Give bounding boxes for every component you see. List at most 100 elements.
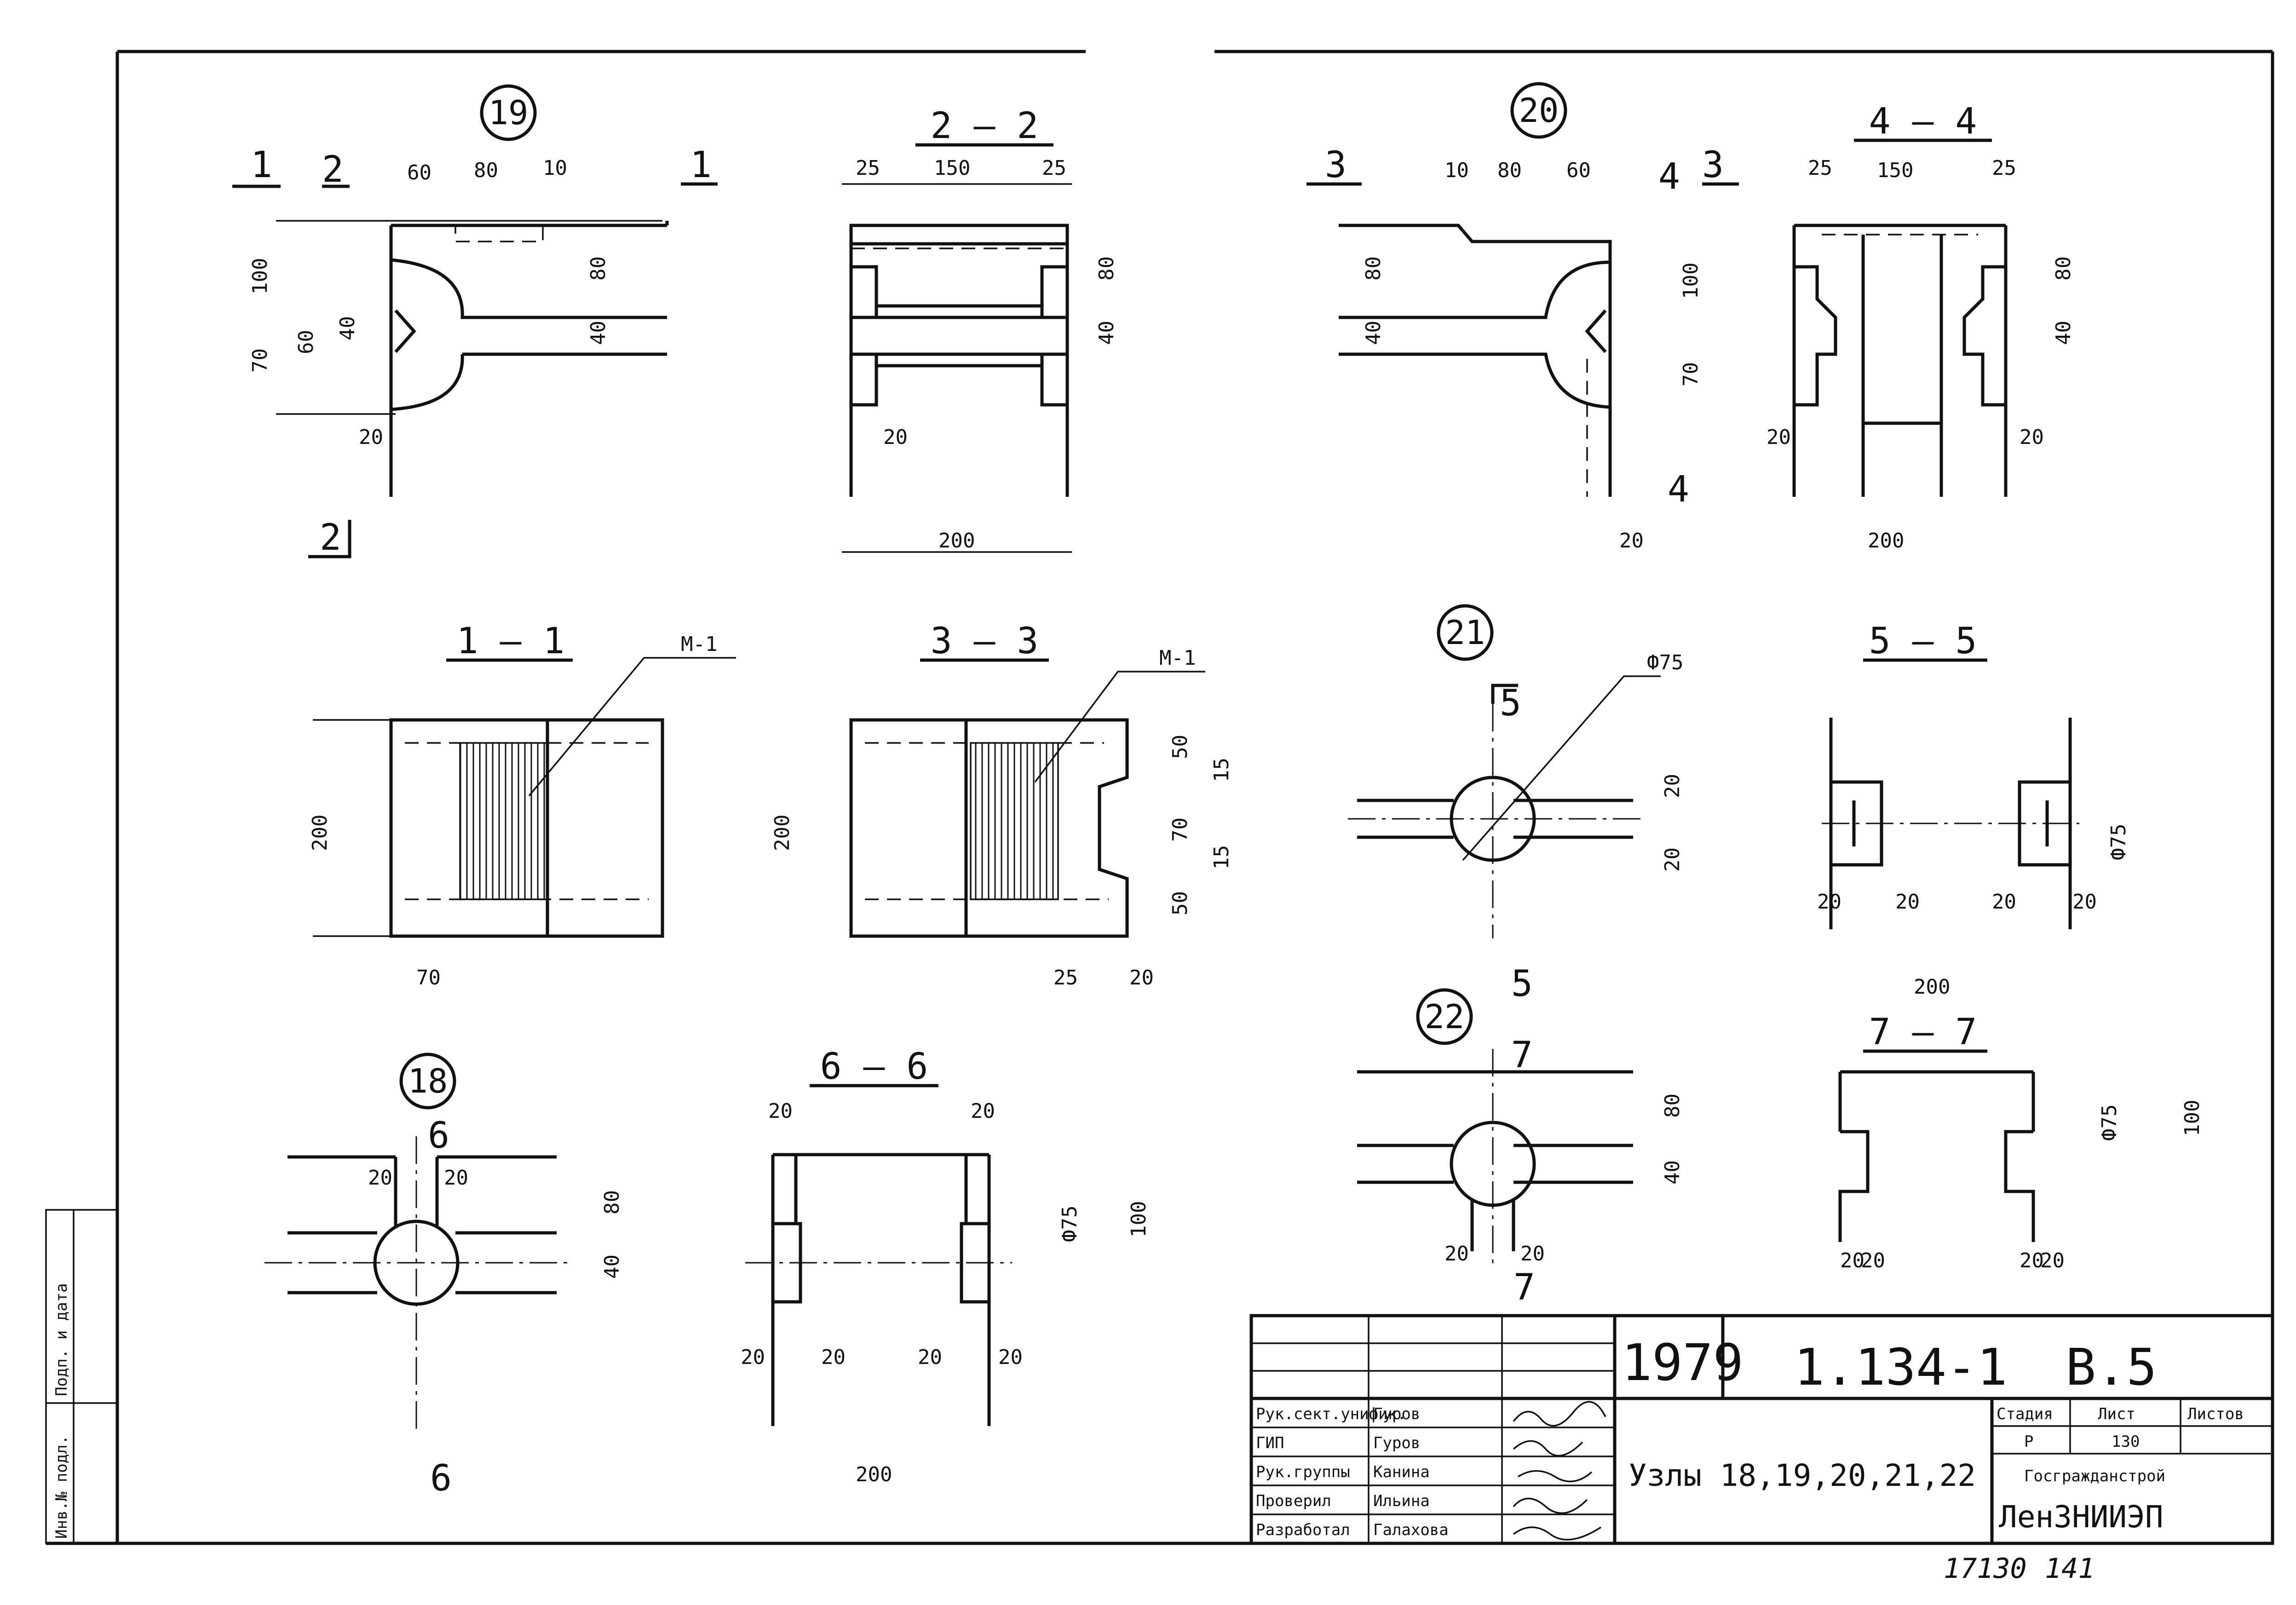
dim-15-3b: 15 (1210, 845, 1233, 869)
dim-20-6d: 20 (821, 1346, 846, 1369)
dim-20-5d: 20 (2072, 890, 2097, 914)
dim-20: 20 (359, 426, 383, 449)
dim-20-7b: 20 (1861, 1249, 1885, 1272)
dim-25-a: 25 (856, 156, 880, 180)
dim-50-3a: 50 (1168, 735, 1192, 759)
dim-20-18b: 20 (444, 1166, 468, 1190)
node-label-22: 22 (1425, 997, 1465, 1036)
title-sheet-title: Узлы 18,19,20,21,22 (1628, 1458, 1976, 1493)
name-3: Канина (1373, 1463, 1430, 1481)
dim-70-1: 70 (416, 966, 441, 989)
dim-20-22b: 20 (1520, 1242, 1545, 1266)
dim-150: 150 (934, 156, 970, 180)
cut-mark-4a: 4 (1658, 156, 1680, 197)
dim-10: 10 (543, 156, 567, 180)
dim-100-v: 100 (248, 258, 272, 294)
node-20-detail: 20 10 80 60 80 40 100 70 20 3 3 4 4 (1306, 82, 1739, 552)
dim-40-18: 40 (600, 1254, 624, 1279)
dim-20-18a: 20 (368, 1166, 392, 1190)
dim-20-5b: 20 (1895, 890, 1920, 914)
title-org2: ЛенЗНИИЭП (1999, 1499, 2164, 1535)
title-sheet-label: Лист (2098, 1405, 2135, 1423)
section-1-1: 1 — 1 М-1 200 70 (308, 621, 736, 989)
dim-70-v: 70 (248, 348, 272, 373)
dim-40-v: 40 (587, 321, 610, 345)
title-stage: Р (2024, 1432, 2033, 1451)
name-4: Ильина (1373, 1492, 1430, 1510)
dim-20-7c: 20 (2020, 1249, 2044, 1272)
dim-80-20: 80 (1497, 159, 1522, 182)
cut-mark-3b: 3 (1702, 144, 1724, 186)
dim-20-4a: 20 (1767, 426, 1791, 449)
dim-20-21a: 20 (1661, 774, 1684, 798)
cut-mark-2a: 2 (322, 149, 344, 190)
cut-mark-5a: 5 (1500, 683, 1521, 724)
dim-80-c: 80 (1095, 256, 1118, 281)
dim-20-5c: 20 (1992, 890, 2016, 914)
dim-25-4a: 25 (1808, 156, 1832, 180)
title-stage-label: Стадия (1997, 1405, 2053, 1423)
dim-70-3: 70 (1168, 817, 1192, 842)
title-year: 1979 (1622, 1333, 1744, 1392)
section-title-3-3: 3 — 3 (931, 621, 1039, 662)
page-number: 141 (2045, 1553, 2095, 1585)
node-21-detail: 21 Ф75 5 20 20 (1348, 604, 1684, 938)
dim-200: 200 (938, 529, 975, 552)
dim-200-3: 200 (771, 815, 794, 851)
side-stamp-inv: Инв.№ подл. (52, 1435, 71, 1539)
role-2: ГИП (1256, 1434, 1284, 1452)
cut-mark-6a: 6 (428, 1115, 449, 1156)
dim-15-3a: 15 (1210, 758, 1233, 782)
dim-20-7d: 20 (2040, 1249, 2065, 1272)
title-org1: Госгражданстрой (2024, 1467, 2165, 1485)
node-label-19: 19 (489, 93, 529, 132)
section-title-6-6: 6 — 6 (820, 1046, 928, 1087)
dim-25-3: 25 (1053, 966, 1078, 989)
section-7-7: 7 — 7 100 20 20 20 20 Ф75 (1838, 1012, 2204, 1272)
dim-20-21b: 20 (1661, 847, 1684, 872)
section-2-2: 2 — 2 25 150 25 200 20 80 40 (842, 105, 1118, 553)
node-18-detail: 18 20 20 80 40 6 6 (265, 1053, 624, 1499)
name-5: Галахова (1373, 1521, 1449, 1539)
section-title-7-7: 7 — 7 (1869, 1012, 1977, 1053)
dim-200-6: 200 (856, 1463, 892, 1486)
node-label-20: 20 (1519, 91, 1559, 130)
node-label-18: 18 (408, 1062, 448, 1100)
dim-20-4b: 20 (2020, 426, 2044, 449)
dim-10-20: 10 (1444, 159, 1469, 182)
dim-20-20: 20 (1619, 529, 1644, 552)
side-stamp-date: Подп. и дата (52, 1283, 71, 1396)
title-sheet-no: 130 (2112, 1432, 2140, 1451)
dim-100-7: 100 (2181, 1100, 2204, 1136)
callout-d75-21: Ф75 (1647, 651, 1683, 674)
dim-25-4b: 25 (1992, 156, 2016, 180)
dim-80-18: 80 (600, 1190, 624, 1214)
title-series: 1.134-1 (1794, 1338, 2008, 1397)
title-block: 1979 1.134-1 В.5 Узлы 18,19,20,21,22 Ста… (1249, 1314, 2274, 1545)
dim-40-4v: 40 (2052, 321, 2075, 345)
dim-200-5: 200 (1914, 975, 1950, 999)
dim-80-22: 80 (1661, 1093, 1684, 1118)
sheet-frame (46, 50, 2274, 1545)
dim-60-20: 60 (1566, 159, 1591, 182)
title-issue: В.5 (2066, 1338, 2157, 1397)
dim-20-b: 20 (883, 426, 908, 449)
cut-mark-1b: 1 (690, 144, 712, 186)
archive-number: 17130 (1944, 1553, 2027, 1585)
side-stamp: Подп. и дата Инв.№ подл. (45, 1209, 118, 1544)
dim-20-6b: 20 (971, 1099, 995, 1123)
section-title-2-2: 2 — 2 (931, 105, 1039, 147)
dim-20-6f: 20 (998, 1346, 1023, 1369)
dim-40-20v: 40 (1362, 321, 1385, 345)
role-5: Разработал (1256, 1521, 1350, 1539)
dim-80-4v: 80 (2052, 256, 2075, 281)
role-1: Рук.сект.унифик. (1256, 1405, 1407, 1423)
dim-60-v: 60 (294, 330, 318, 354)
dim-20-6c: 20 (741, 1346, 765, 1369)
callout-d75-5: Ф75 (2107, 824, 2130, 860)
name-2: Гуров (1373, 1434, 1420, 1452)
section-6-6: 6 — 6 20 20 20 20 20 20 200 100 Ф75 (741, 1046, 1151, 1486)
section-title-5-5: 5 — 5 (1869, 621, 1977, 662)
dim-40-22: 40 (1661, 1160, 1684, 1185)
dim-50-3b: 50 (1168, 891, 1192, 915)
